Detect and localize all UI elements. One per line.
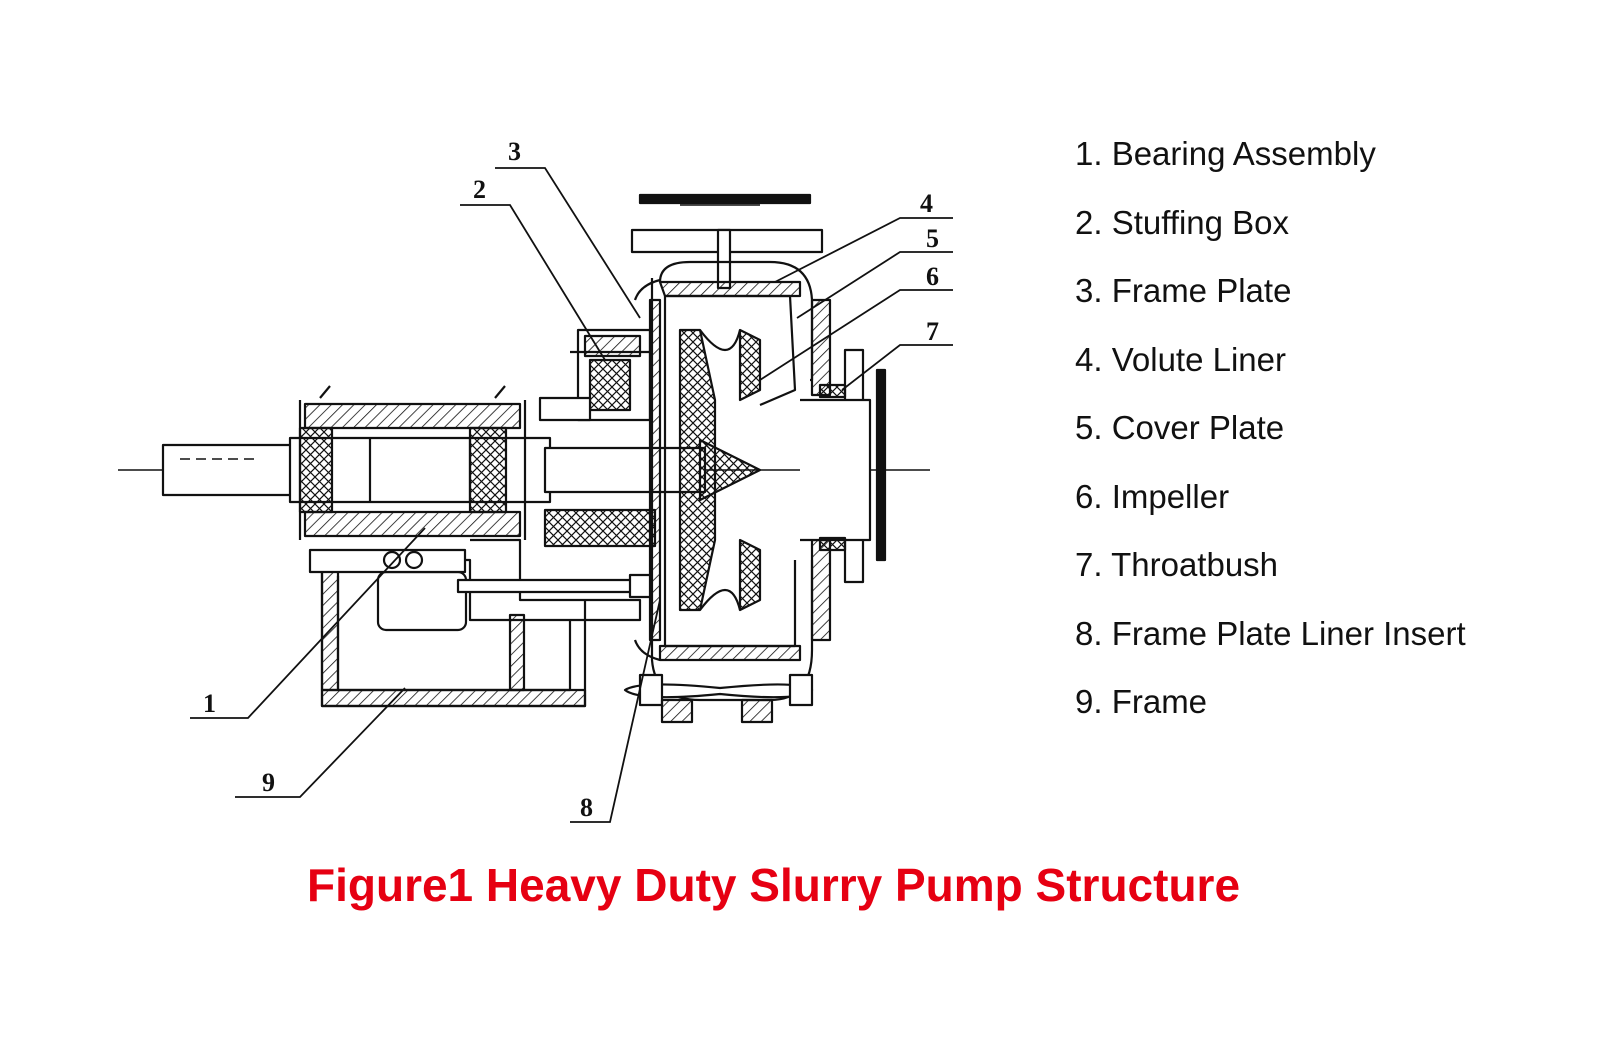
shaft xyxy=(161,436,707,504)
callout-8: 8 xyxy=(580,793,593,822)
legend-item-frame: 9. Frame xyxy=(1075,683,1208,720)
pump-frame xyxy=(308,538,642,708)
legend-item-frame-plate-liner-insert: 8. Frame Plate Liner Insert xyxy=(1075,614,1466,652)
callout-numbers: 1 2 3 4 5 6 7 8 9 xyxy=(203,137,939,822)
legend-item-throatbush: 7. Throatbush xyxy=(1075,546,1279,583)
callout-7: 7 xyxy=(926,317,939,346)
legend-item-bearing-assembly: 1. Bearing Assembly xyxy=(1075,135,1376,172)
callout-9: 9 xyxy=(262,768,275,797)
volute-casing xyxy=(650,260,887,702)
parts-legend: 1. Bearing Assembly 2. Stuffing Box 3. F… xyxy=(1075,132,1466,749)
stuffing-box xyxy=(538,328,657,548)
callout-5: 5 xyxy=(926,224,939,253)
callout-6: 6 xyxy=(926,262,939,291)
throatbush xyxy=(818,383,847,552)
leader-lines xyxy=(190,167,953,823)
frame-plate-liner-insert xyxy=(456,573,652,599)
legend-item-cover-plate: 5. Cover Plate xyxy=(1075,409,1285,446)
bearing-assembly xyxy=(298,385,527,540)
legend-item-frame-plate: 3. Frame Plate xyxy=(1075,272,1292,309)
tie-bolt xyxy=(623,673,814,724)
legend-item-stuffing-box: 2. Stuffing Box xyxy=(1075,203,1290,241)
callout-1: 1 xyxy=(203,689,216,718)
callout-3: 3 xyxy=(508,137,521,166)
callout-4: 4 xyxy=(920,189,933,218)
impeller xyxy=(678,328,762,612)
pump-cross-section-drawing: 1 2 3 4 5 6 7 8 9 xyxy=(118,137,953,823)
callout-2: 2 xyxy=(473,175,486,204)
legend-item-impeller: 6. Impeller xyxy=(1075,477,1230,515)
discharge-flange xyxy=(630,193,824,290)
legend-item-volute-liner: 4. Volute Liner xyxy=(1075,340,1286,378)
figure-caption: Figure1 Heavy Duty Slurry Pump Structure xyxy=(307,859,1241,911)
